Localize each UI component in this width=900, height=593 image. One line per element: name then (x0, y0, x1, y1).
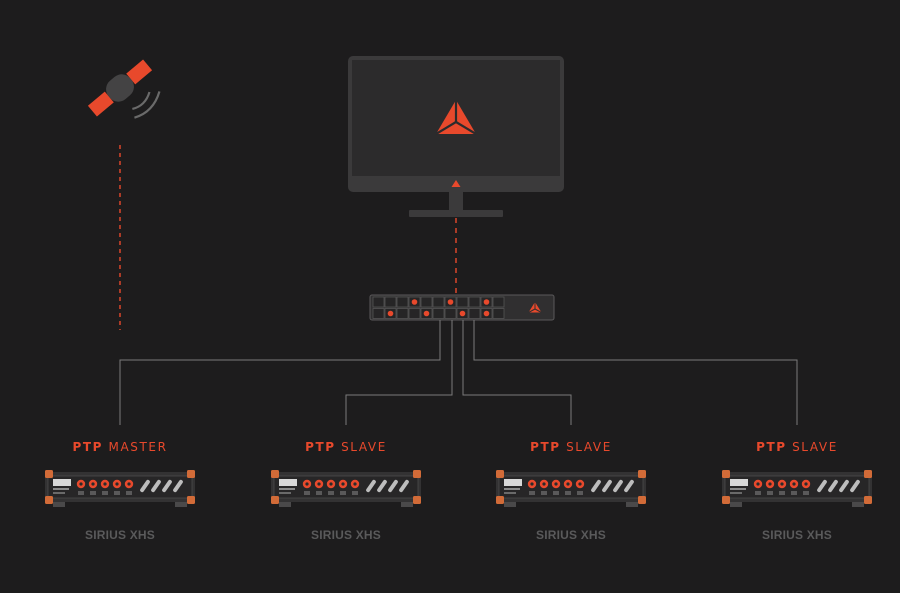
network-switch-icon (369, 294, 555, 321)
switch-port-led (423, 310, 430, 317)
switch-port (432, 296, 445, 308)
dewesoft-triangle-logo-icon (435, 100, 477, 135)
device-role-label-1: PTP MASTER (20, 440, 220, 454)
switch-port (372, 296, 385, 308)
cable-2 (345, 320, 453, 425)
device-name-2: SIRIUS XHS (310, 528, 381, 542)
switch-port (468, 296, 481, 308)
device-role-label-4: PTP SLAVE (697, 440, 897, 454)
cable-4 (473, 320, 798, 425)
switch-port (492, 296, 505, 308)
role-text: SLAVE (792, 440, 838, 454)
daq-device-icon (722, 470, 872, 507)
switch-port-led (411, 299, 418, 305)
cable-1 (119, 320, 441, 425)
role-prefix: PTP (530, 440, 561, 454)
switch-port (444, 308, 457, 319)
switch-port (372, 308, 385, 319)
network-cables (119, 320, 798, 425)
role-text: MASTER (108, 440, 168, 454)
device-role-label-3: PTP SLAVE (471, 440, 671, 454)
cable-3 (462, 320, 572, 425)
device-name-3: SIRIUS XHS (535, 528, 606, 542)
switch-port (456, 296, 469, 308)
switch-port-led (459, 310, 466, 317)
daq-device-icon (45, 470, 195, 507)
device-role-label-2: PTP SLAVE (246, 440, 446, 454)
switch-port (492, 308, 505, 319)
daq-device-icon (271, 470, 421, 507)
switch-port (432, 308, 445, 319)
role-text: SLAVE (341, 440, 387, 454)
switch-port-led (387, 310, 394, 317)
switch-port (384, 296, 397, 308)
switch-port (408, 308, 421, 319)
daq-device-icon (496, 470, 646, 507)
switch-port (420, 296, 433, 308)
bezel-logo-icon (451, 180, 461, 187)
switch-port-led (483, 299, 490, 305)
role-prefix: PTP (756, 440, 787, 454)
switch-port (468, 308, 481, 319)
switch-port-led (483, 310, 490, 317)
role-prefix: PTP (72, 440, 104, 454)
monitor-icon (348, 56, 564, 217)
device-name-1: SIRIUS XHS (84, 528, 155, 542)
switch-port (396, 296, 409, 308)
role-text: SLAVE (566, 440, 612, 454)
role-prefix: PTP (305, 440, 336, 454)
switch-logo-icon (528, 302, 542, 313)
satellite-icon (87, 59, 161, 119)
switch-port-led (447, 299, 454, 305)
device-name-4: SIRIUS XHS (761, 528, 832, 542)
switch-port (396, 308, 409, 319)
